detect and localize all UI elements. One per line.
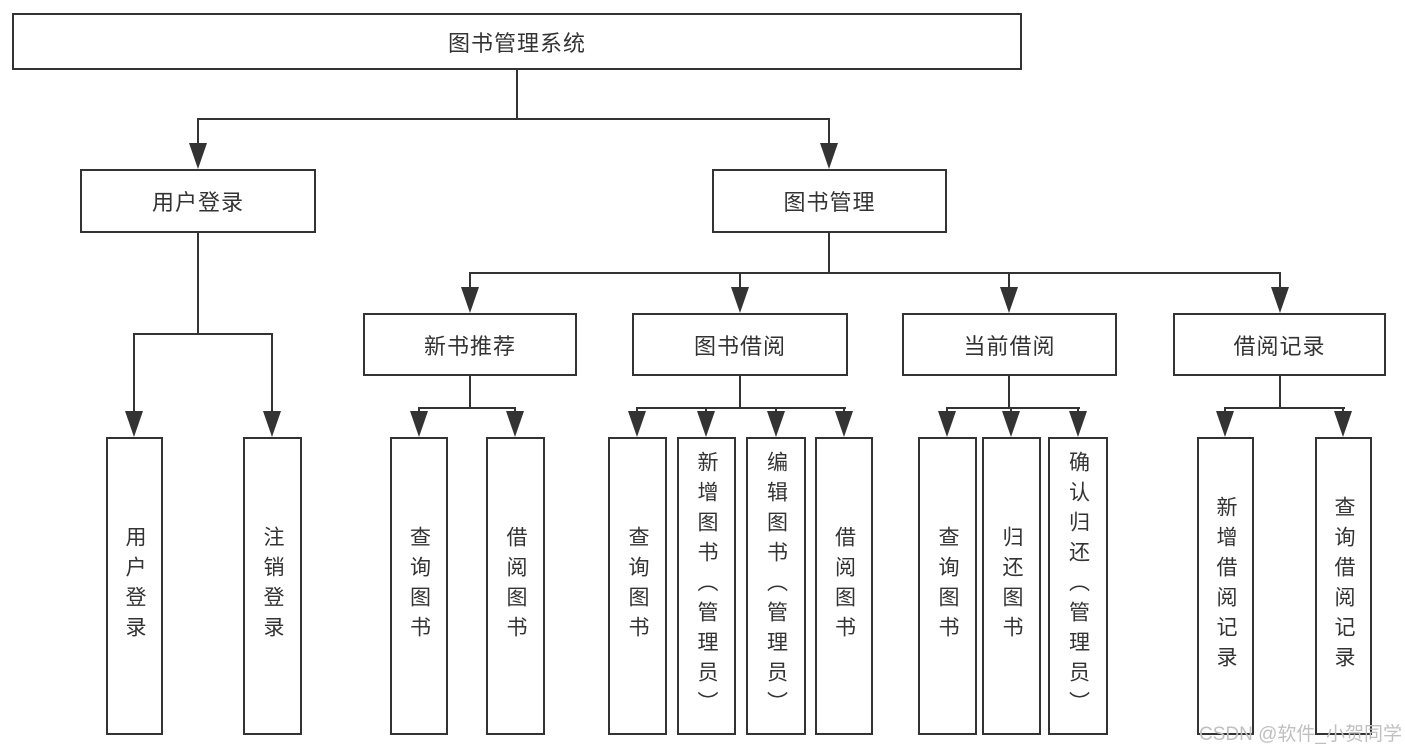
node-book-management-label: 图书管理 — [783, 190, 876, 215]
edge-new-book-recommend-branch — [418, 407, 516, 409]
node-leaf-borrow-book-2: 借阅图书 — [815, 437, 873, 735]
node-leaf-query-borrow-record: 查询借阅记录 — [1315, 437, 1372, 735]
arrowhead-leaf-logout — [263, 411, 281, 437]
edge-book-management-branch — [469, 272, 1281, 274]
node-leaf-logout: 注销登录 — [243, 437, 302, 735]
arrowhead-leaf-confirm-return — [1069, 411, 1087, 437]
arrowhead-new-book-recommend — [461, 287, 479, 313]
edge-to-leaf-query-book-1 — [418, 407, 420, 413]
node-new-book-recommend-label: 新书推荐 — [423, 333, 516, 359]
node-leaf-query-book-1: 查询图书 — [390, 437, 448, 735]
node-book-management: 图书管理 — [712, 169, 947, 233]
edge-to-leaf-query-record — [1342, 407, 1344, 413]
arrowhead-leaf-query-book-3 — [938, 411, 956, 437]
node-leaf-confirm-return-admin-label: 确认归还（管理员） — [1066, 451, 1090, 721]
edge-root-branch — [197, 118, 830, 120]
edge-book-borrowing-stem — [739, 376, 741, 408]
edge-borrowing-records-branch — [1224, 407, 1345, 409]
node-leaf-logout-label: 注销登录 — [261, 526, 284, 646]
arrowhead-leaf-query-book-2 — [628, 411, 646, 437]
edge-to-leaf-edit-book — [775, 407, 777, 413]
node-leaf-user-login: 用户登录 — [106, 437, 163, 735]
node-book-borrowing: 图书借阅 — [632, 313, 848, 376]
arrowhead-leaf-borrow-book-1 — [506, 411, 524, 437]
arrowhead-leaf-return-book — [1002, 411, 1020, 437]
edge-to-leaf-add-record — [1224, 407, 1226, 413]
arrowhead-leaf-add-book — [697, 411, 715, 437]
edge-new-book-recommend-stem — [469, 376, 471, 408]
edge-to-new-book-recommend — [469, 272, 471, 288]
node-leaf-query-book-3: 查询图书 — [918, 437, 977, 735]
edge-to-leaf-query-book-2 — [636, 407, 638, 413]
node-borrowing-records-label: 借阅记录 — [1233, 333, 1326, 359]
node-leaf-return-book: 归还图书 — [982, 437, 1041, 735]
edge-to-leaf-logout — [271, 333, 273, 413]
arrowhead-leaf-query-book-1 — [410, 411, 428, 437]
edge-to-leaf-return-book — [1010, 407, 1012, 413]
node-leaf-edit-book-admin: 编辑图书（管理员） — [746, 437, 806, 735]
edge-to-borrowing-records — [1279, 272, 1281, 288]
edge-to-leaf-borrow-book-1 — [514, 407, 516, 413]
edge-book-borrowing-branch — [636, 407, 846, 409]
node-current-borrowing-label: 当前借阅 — [963, 333, 1056, 359]
edge-book-management-stem — [828, 233, 830, 273]
node-leaf-confirm-return-admin: 确认归还（管理员） — [1048, 437, 1108, 735]
node-user-login: 用户登录 — [80, 169, 316, 233]
arrowhead-book-borrowing — [731, 287, 749, 313]
node-current-borrowing: 当前借阅 — [902, 313, 1117, 376]
arrowhead-leaf-borrow-book-2 — [835, 411, 853, 437]
node-leaf-query-book-1-label: 查询图书 — [407, 526, 431, 646]
edge-borrowing-records-stem — [1279, 376, 1281, 408]
edge-current-borrowing-stem — [1008, 376, 1010, 408]
node-library-management-system: 图书管理系统 — [12, 13, 1022, 70]
edge-current-borrowing-branch — [946, 407, 1080, 409]
edge-to-leaf-add-book — [705, 407, 707, 413]
edge-to-leaf-login — [133, 333, 135, 413]
arrowhead-leaf-query-record — [1334, 411, 1352, 437]
arrowhead-borrowing-records — [1271, 287, 1289, 313]
node-leaf-query-borrow-record-label: 查询借阅记录 — [1332, 496, 1355, 676]
node-leaf-borrow-book-2-label: 借阅图书 — [832, 526, 856, 646]
arrowhead-user-login — [189, 143, 207, 169]
node-leaf-query-book-3-label: 查询图书 — [936, 526, 959, 646]
arrowhead-current-borrowing — [1000, 287, 1018, 313]
node-leaf-query-book-2-label: 查询图书 — [626, 526, 649, 646]
node-leaf-add-book-admin: 新增图书（管理员） — [677, 437, 736, 735]
edge-to-book-borrowing — [739, 272, 741, 288]
node-leaf-edit-book-admin-label: 编辑图书（管理员） — [764, 451, 788, 721]
node-leaf-return-book-label: 归还图书 — [1000, 526, 1023, 646]
node-leaf-query-book-2: 查询图书 — [608, 437, 667, 735]
edge-user-login-branch — [133, 333, 273, 335]
node-leaf-add-book-admin-label: 新增图书（管理员） — [695, 451, 718, 721]
node-leaf-add-borrow-record-label: 新增借阅记录 — [1214, 496, 1237, 676]
node-library-management-system-label: 图书管理系统 — [447, 30, 586, 56]
csdn-watermark: CSDN @软件_小贺同学 — [1199, 724, 1402, 745]
node-user-login-label: 用户登录 — [151, 190, 244, 215]
edge-to-current-borrowing — [1008, 272, 1010, 288]
node-borrowing-records: 借阅记录 — [1173, 313, 1386, 376]
edge-to-user-login — [197, 118, 199, 145]
edge-to-leaf-borrow-book-2 — [843, 407, 845, 413]
edge-to-leaf-confirm-return — [1077, 407, 1079, 413]
node-leaf-user-login-label: 用户登录 — [123, 526, 146, 646]
node-new-book-recommend: 新书推荐 — [363, 313, 577, 376]
node-leaf-borrow-book-1: 借阅图书 — [486, 437, 545, 735]
edge-user-login-stem — [197, 233, 199, 334]
arrowhead-leaf-login — [125, 411, 143, 437]
node-leaf-add-borrow-record: 新增借阅记录 — [1197, 437, 1254, 735]
edge-root-stem — [516, 70, 518, 119]
node-leaf-borrow-book-1-label: 借阅图书 — [504, 526, 527, 646]
edge-to-leaf-query-book-3 — [946, 407, 948, 413]
edge-to-book-management — [828, 118, 830, 145]
arrowhead-leaf-edit-book — [767, 411, 785, 437]
node-book-borrowing-label: 图书借阅 — [693, 333, 786, 359]
arrowhead-book-management — [820, 143, 838, 169]
arrowhead-leaf-add-record — [1216, 411, 1234, 437]
